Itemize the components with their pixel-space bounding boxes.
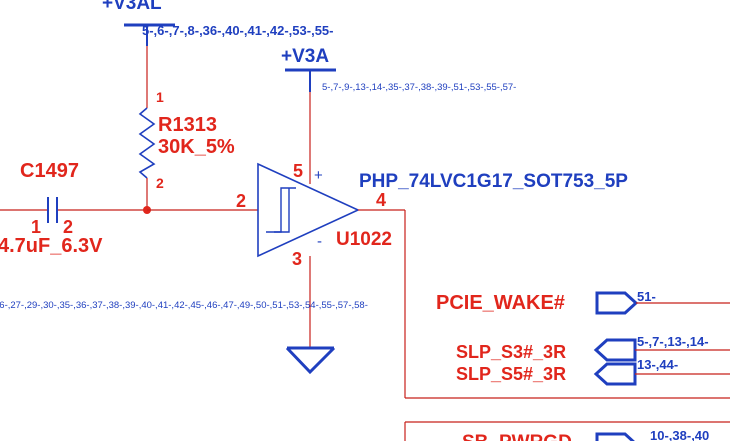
capacitor-c1497: C1497 1 2 4.7uF_6.3V [0, 160, 147, 257]
signal-name: SLP_S5#_3R [456, 364, 566, 384]
resistor-r1313: 1 2 R1313 30K_5% [138, 46, 235, 210]
signal-page-refs: 13-,44- [637, 357, 678, 372]
ground-arrow [285, 346, 336, 375]
input-port-icon [593, 362, 637, 386]
v3al-label: +V3AL [102, 0, 162, 14]
c1497-pin2: 2 [63, 217, 73, 237]
signal-name: SB_PWRGD [462, 432, 572, 441]
schmitt-symbol-2 [274, 188, 290, 233]
gnd-minus-sign: - [317, 233, 322, 250]
u1022-ref: U1022 [336, 229, 392, 250]
input-port-icon [593, 338, 637, 362]
power-v3a: +V3A 5-,7-,9-,13-,14-,35-,37-,38-,39-,51… [281, 46, 516, 184]
r1313-pin1: 1 [156, 89, 164, 105]
signal-page-refs: 51- [637, 289, 656, 304]
schmitt-symbol [266, 187, 296, 233]
signal-slp-s5: SLP_S5#_3R 13-,44- [456, 357, 730, 386]
u1022-pin-in: 2 [236, 191, 246, 211]
r1313-ref: R1313 [158, 114, 217, 136]
signal-slp-s3: SLP_S3#_3R 5-,7-,13-,14- [456, 334, 730, 362]
ground-symbol: 26-,27-,29-,30-,35-,36-,37-,38-,39-,40-,… [0, 256, 368, 375]
buffer-triangle [257, 162, 360, 258]
c1497-value: 4.7uF_6.3V [0, 235, 103, 257]
v3a-label: +V3A [281, 46, 329, 67]
signal-sb-pwrgd: SB_PWRGD 10-,38-,40 [462, 428, 709, 441]
power-v3al: +V3AL 5-,6-,7-,8-,36-,40-,41-,42-,53-,55… [102, 0, 333, 46]
output-port-icon [595, 432, 635, 441]
c1497-pin1: 1 [31, 217, 41, 237]
output-port-icon [595, 291, 639, 315]
r1313-value: 30K_5% [158, 136, 235, 158]
signal-pcie-wake: PCIE_WAKE# 51- [436, 289, 730, 315]
u1022-pin-out: 4 [376, 190, 386, 210]
u1022-pin-gnd: 3 [292, 249, 302, 269]
c1497-ref: C1497 [20, 160, 79, 182]
buffer-u1022: + - 2 5 3 4 U1022 PHP_74LVC1G17_SOT753_5… [236, 161, 628, 269]
signal-name: SLP_S3#_3R [456, 342, 566, 362]
r1313-pin2: 2 [156, 175, 164, 191]
u1022-part-number: PHP_74LVC1G17_SOT753_5P [359, 171, 628, 192]
ground-page-refs: 26-,27-,29-,30-,35-,36-,37-,38-,39-,40-,… [0, 300, 368, 311]
signal-page-refs: 10-,38-,40 [650, 428, 709, 441]
r1313-zigzag [138, 107, 156, 179]
u1022-pin-vcc: 5 [293, 161, 303, 181]
signal-page-refs: 5-,7-,13-,14- [637, 334, 709, 349]
signal-name: PCIE_WAKE# [436, 292, 565, 314]
vcc-plus-sign: + [314, 167, 323, 184]
v3al-page-refs: 5-,6-,7-,8-,36-,40-,41-,42-,53-,55- [142, 23, 333, 38]
v3a-page-refs: 5-,7-,9-,13-,14-,35-,37-,38-,39-,51-,53-… [322, 82, 516, 93]
